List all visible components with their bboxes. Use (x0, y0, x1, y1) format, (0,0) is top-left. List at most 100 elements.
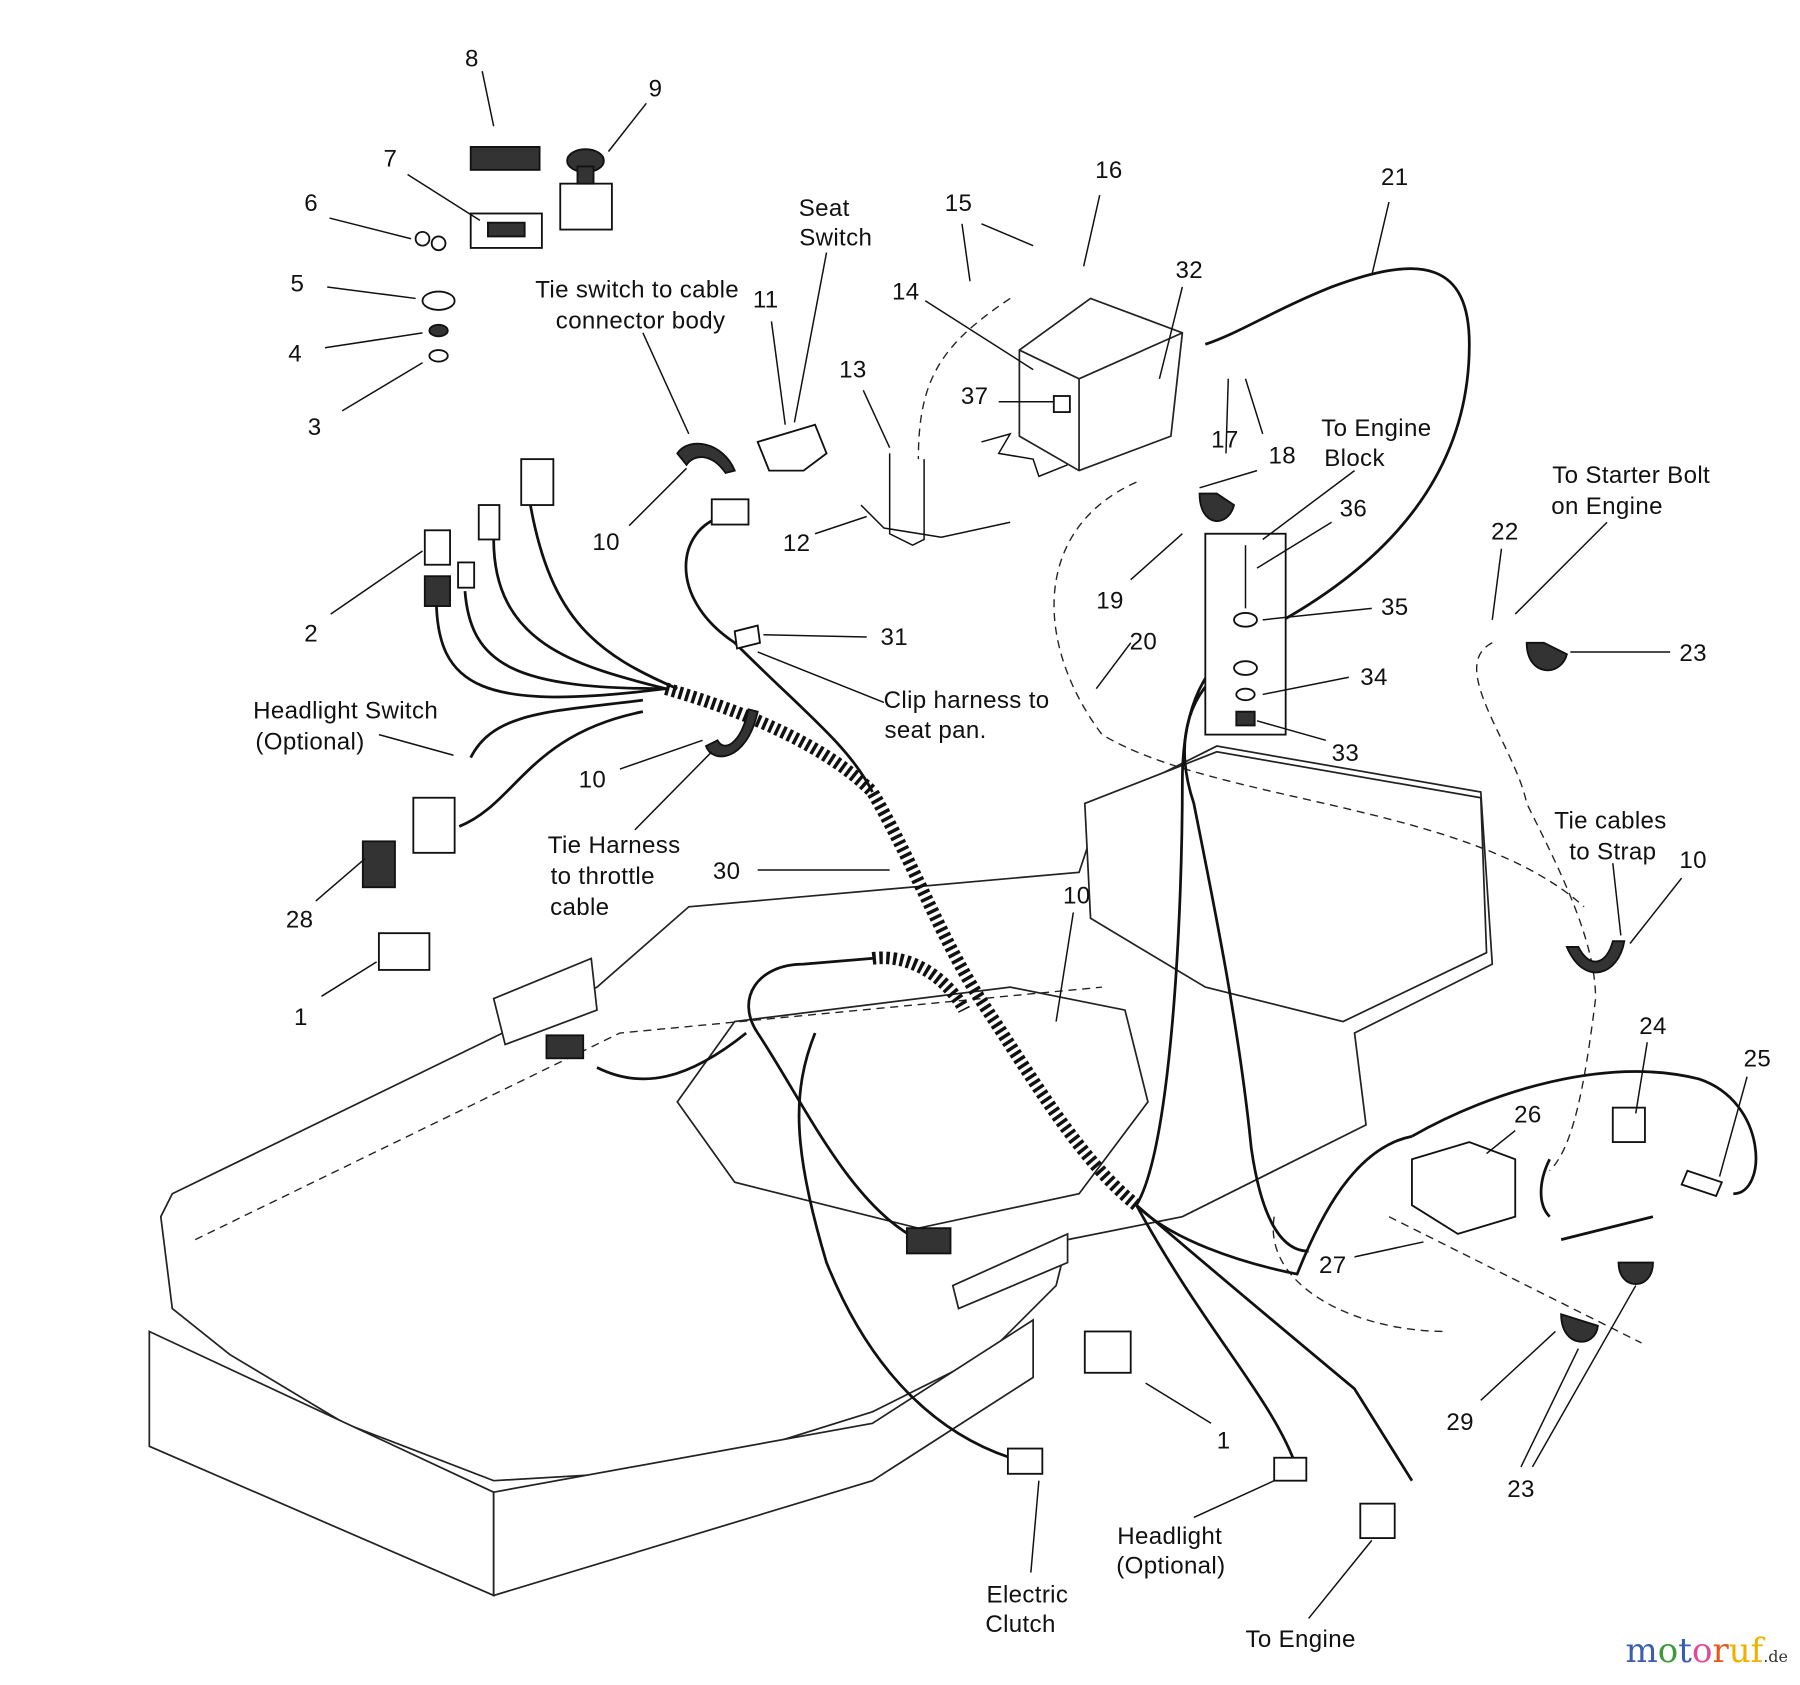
watermark-logo: motoruf.de (1625, 1631, 1788, 1671)
part-23-boot (1525, 641, 1568, 671)
headlight-connector (1273, 1456, 1308, 1482)
wire-harness (664, 682, 1141, 1211)
callout-8: 8 (465, 46, 479, 73)
note-tie-switch: Tie switch to cable (535, 276, 739, 303)
callout-17: 17 (1211, 427, 1239, 454)
note-tie-harness: cable (550, 894, 609, 921)
note-tie-cables: Tie cables (1554, 808, 1666, 835)
note-headlight-switch: Headlight Switch (253, 698, 438, 725)
callout-29: 29 (1446, 1409, 1474, 1436)
callout-10: 10 (579, 766, 607, 793)
part-12-connector (710, 498, 750, 526)
note-electric-clutch: Electric (987, 1581, 1069, 1608)
note-to-starter: To Starter Bolt (1552, 462, 1710, 489)
harness-wires (434, 267, 1758, 1482)
note-tie-cables: to Strap (1569, 839, 1656, 866)
callout-6: 6 (304, 190, 318, 217)
callout-33: 33 (1332, 740, 1360, 767)
part-4-nut (428, 323, 449, 338)
note-seat-switch: Seat (799, 195, 850, 222)
engine-connector (1359, 1502, 1396, 1539)
callout-15: 15 (945, 190, 973, 217)
callout-21: 21 (1381, 164, 1409, 191)
callout-19: 19 (1096, 587, 1124, 614)
callout-10: 10 (592, 529, 620, 556)
part-23-boot-c (1560, 1313, 1599, 1343)
note-tie-harness: to throttle (551, 863, 655, 890)
part-24-circuit-breaker (1611, 1106, 1646, 1143)
part-10-strap (1565, 940, 1626, 974)
callout-7: 7 (383, 145, 397, 172)
callout-20: 20 (1130, 629, 1158, 656)
callout-22: 22 (1491, 518, 1519, 545)
battery (981, 297, 1184, 478)
callout-31: 31 (881, 624, 909, 651)
callout-25: 25 (1744, 1045, 1772, 1072)
note-to-engine: To Engine (1245, 1626, 1355, 1653)
part-28-switch (361, 840, 396, 889)
callout-1: 1 (1217, 1428, 1231, 1455)
callout-10: 10 (1679, 847, 1707, 874)
note-tie-switch: connector body (556, 307, 726, 334)
part-1-connector (377, 932, 431, 971)
leader-lines (315, 71, 1748, 1619)
callout-28: 28 (286, 906, 314, 933)
note-clip-harness: Clip harness to (884, 687, 1050, 714)
callout-24: 24 (1639, 1013, 1667, 1040)
part-10-tie (676, 442, 736, 474)
connector (520, 458, 555, 506)
note-headlight: Headlight (1117, 1523, 1222, 1550)
part-11-seat-switch (756, 423, 828, 472)
note-electric-clutch: Clutch (985, 1611, 1055, 1638)
callout-2: 2 (304, 621, 318, 648)
callout-13: 13 (839, 357, 867, 384)
note-seat-switch: Switch (799, 225, 872, 252)
notes: Seat Switch Tie switch to cable connecto… (253, 195, 1710, 1653)
callout-36: 36 (1340, 496, 1368, 523)
part-23-boot-b (1617, 1261, 1654, 1286)
callout-9: 9 (649, 75, 663, 102)
note-headlight: (Optional) (1116, 1553, 1225, 1580)
note-tie-harness: Tie Harness (548, 832, 681, 859)
part-31-clip (733, 624, 761, 650)
note-headlight-switch: (Optional) (255, 729, 364, 756)
clutch-connector (1006, 1447, 1044, 1475)
callout-18: 18 (1268, 443, 1296, 470)
callout-32: 32 (1176, 257, 1204, 284)
part-6-key (414, 230, 431, 247)
part-3-washer (428, 349, 449, 363)
part-19-boot (1198, 492, 1236, 522)
part-9-pto-switch (559, 182, 613, 231)
part-2-ignition-switch (423, 529, 451, 566)
callout-12: 12 (783, 530, 811, 557)
part-25-fuse-holder (1680, 1169, 1724, 1198)
callout-23: 23 (1507, 1476, 1535, 1503)
part-1-connector-b (1083, 1330, 1132, 1374)
note-clip-harness: seat pan. (884, 717, 986, 744)
callout-27: 27 (1319, 1252, 1347, 1279)
note-to-starter: on Engine (1551, 493, 1663, 520)
callout-23: 23 (1679, 640, 1707, 667)
callout-30: 30 (713, 858, 741, 885)
callout-34: 34 (1360, 664, 1388, 691)
callout-37: 37 (961, 383, 989, 410)
callout-35: 35 (1381, 594, 1409, 621)
part-8-cover (469, 146, 541, 171)
callout-4: 4 (288, 341, 302, 368)
tractor-frame (148, 745, 1494, 1597)
callout-16: 16 (1095, 157, 1123, 184)
callout-14: 14 (892, 279, 920, 306)
callout-5: 5 (291, 271, 305, 298)
parts (361, 146, 1724, 1539)
callout-3: 3 (308, 414, 322, 441)
part-5-bezel-ring (421, 290, 456, 311)
note-to-engine-block: Block (1324, 445, 1385, 472)
callouts: 8 9 7 6 5 4 3 11 13 14 15 16 32 21 37 17… (286, 46, 1771, 1503)
part-26-solenoid (1411, 1141, 1517, 1235)
note-to-engine-block: To Engine (1321, 415, 1431, 442)
callout-26: 26 (1514, 1102, 1542, 1129)
callout-11: 11 (753, 287, 779, 314)
callout-1: 1 (294, 1004, 308, 1031)
callout-10: 10 (1063, 882, 1091, 909)
